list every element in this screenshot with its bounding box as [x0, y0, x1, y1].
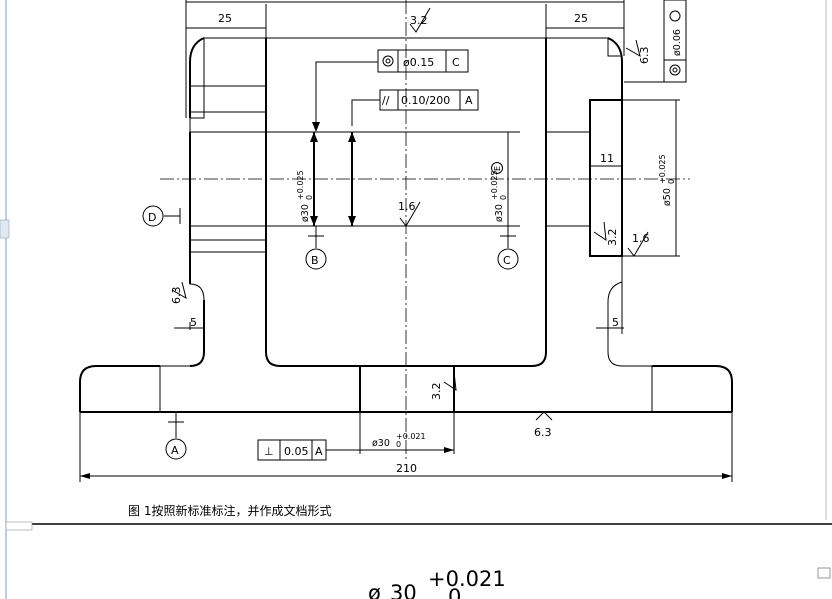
- dim-bore-right: ø30 +0.025 0: [490, 170, 508, 222]
- dim-right-boss: 5: [612, 316, 619, 329]
- roughness-left: 6.3: [170, 287, 183, 305]
- svg-text:A: A: [315, 445, 323, 458]
- roughness-right-bore: 3.2: [606, 229, 619, 247]
- center-lines: [160, 0, 690, 460]
- dim-counterbore-depth: 11: [600, 152, 614, 165]
- svg-text:A: A: [171, 444, 179, 457]
- fcf-perpendicularity: ⊥ 0.05 A: [257, 439, 327, 461]
- svg-text:C: C: [452, 56, 460, 69]
- svg-text:+0.025: +0.025: [296, 170, 305, 200]
- dimension-texts: 25 25 3.2 1.6 1.6 11 5 5 210 6.3 1 6.3 6…: [170, 0, 676, 475]
- svg-text:E: E: [493, 166, 502, 171]
- svg-text:B: B: [311, 254, 319, 267]
- dim-counterbore: ø50 +0.025 0: [658, 154, 676, 206]
- svg-text:0: 0: [499, 195, 508, 200]
- svg-text:0: 0: [667, 179, 676, 184]
- datum-a: A: [165, 438, 187, 460]
- figure-caption: 图 1按照新标准标注，并作成文档形式: [128, 504, 332, 518]
- dim-top-partial: 1: [402, 0, 409, 3]
- roughness-right-face: 1.6: [632, 232, 650, 245]
- roughness-center: 1.6: [398, 200, 416, 213]
- svg-text:⊥: ⊥: [264, 445, 274, 458]
- roughness-top: 3.2: [410, 14, 428, 27]
- svg-text:+0.025: +0.025: [658, 154, 667, 184]
- svg-text:ø0.06: ø0.06: [672, 29, 683, 56]
- svg-text:ø30: ø30: [372, 438, 390, 449]
- divider-handle[interactable]: [5, 521, 33, 531]
- corner-marker: [817, 567, 831, 579]
- datum-c: C: [497, 248, 519, 270]
- datum-b: B: [305, 248, 327, 270]
- svg-text:ø30: ø30: [300, 204, 311, 222]
- fcf-parallelism: // 0.10/200 A: [379, 89, 479, 111]
- fcf-concentricity: ø0.15 C: [377, 49, 469, 73]
- svg-text:A: A: [465, 94, 473, 107]
- svg-text:0: 0: [396, 440, 401, 449]
- svg-text:0: 0: [305, 195, 314, 200]
- datum-d: D: [142, 205, 164, 227]
- svg-text:30: 30: [390, 581, 417, 599]
- dim-top-left: 25: [218, 12, 232, 25]
- svg-text:+0.021: +0.021: [396, 432, 426, 441]
- svg-text:+0.021: +0.021: [428, 567, 506, 591]
- svg-text:D: D: [148, 211, 156, 224]
- fcf-right-vertical: ø0.06: [663, 0, 687, 83]
- svg-text:ø30: ø30: [494, 204, 505, 222]
- dim-left-boss: 5: [190, 316, 197, 329]
- bore-right-modifier: E: [491, 162, 503, 174]
- side-handle[interactable]: [0, 219, 10, 239]
- svg-text:ø: ø: [368, 581, 381, 599]
- svg-text:C: C: [503, 254, 511, 267]
- svg-text://: //: [382, 94, 390, 107]
- svg-text:+0.025: +0.025: [490, 170, 499, 200]
- roughness-base: 6.3: [534, 426, 552, 439]
- dim-bottom-bore: ø30 +0.021 0: [372, 432, 426, 449]
- svg-text:0.05: 0.05: [284, 445, 309, 458]
- svg-text:0.10/200: 0.10/200: [401, 94, 450, 107]
- dimension-lines: [79, 0, 733, 482]
- roughness-right-top: 6.3: [638, 47, 651, 65]
- svg-text:ø0.15: ø0.15: [403, 56, 434, 69]
- dim-bore-left: ø30 +0.025 0: [296, 170, 314, 222]
- dim-top-right: 25: [574, 12, 588, 25]
- dim-total-width: 210: [396, 462, 417, 475]
- formula-tolerance: ø 30 +0.021 0: [368, 567, 506, 599]
- svg-text:0: 0: [448, 585, 461, 599]
- svg-text:ø50: ø50: [662, 188, 673, 206]
- roughness-bottom-bore: 3.2: [430, 383, 443, 401]
